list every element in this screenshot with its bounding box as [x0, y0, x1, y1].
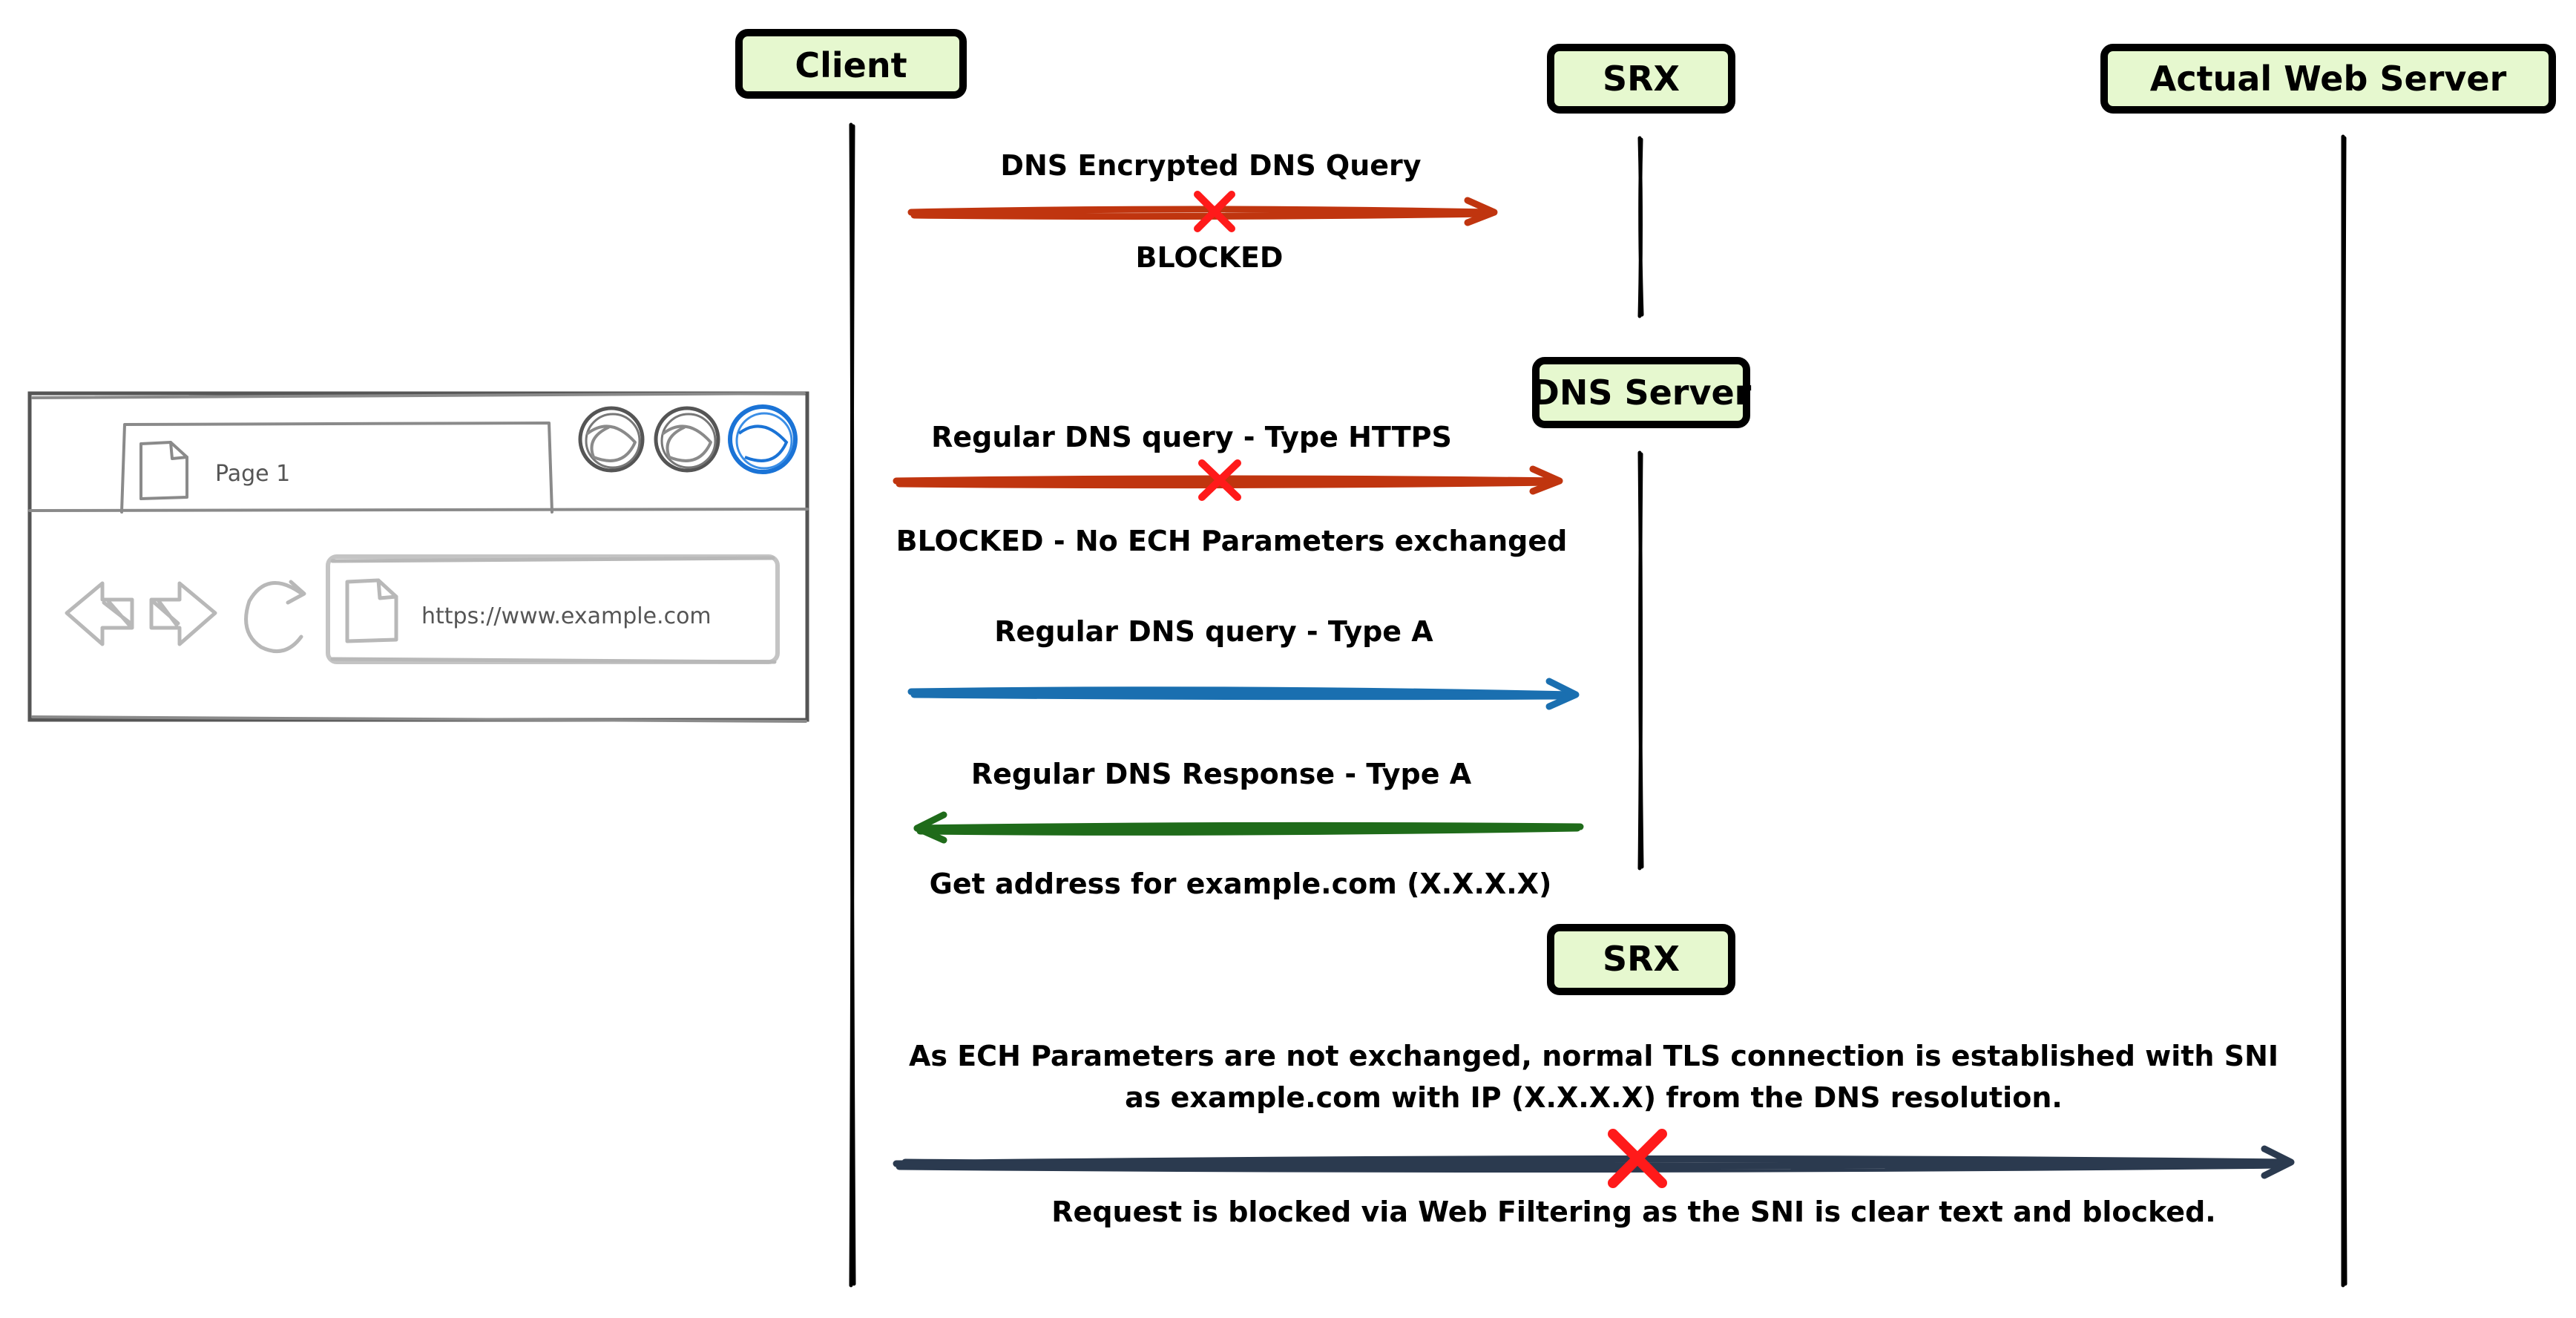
- client-lifeline: [849, 122, 856, 1288]
- back-arrow-shape: [65, 581, 134, 646]
- reload-head: [286, 580, 306, 605]
- arrow-head: [913, 811, 947, 844]
- forward-arrow-shape: [149, 581, 217, 646]
- message-label-line1: As ECH Parameters are not exchanged, nor…: [909, 1040, 2278, 1072]
- arrow-line: [907, 686, 1577, 701]
- message-dns-response: Regular DNS Response - Type A Get addres…: [913, 758, 1584, 900]
- browser-frame-sketch: [31, 392, 807, 723]
- reload-arc: [244, 581, 303, 654]
- reload-icon[interactable]: [244, 580, 306, 654]
- dns-server-lifeline: [1637, 450, 1644, 871]
- arrow-head: [1529, 465, 1563, 495]
- tab-label: Page 1: [215, 461, 290, 487]
- message-encrypted-dns: DNS Encrypted DNS Query BLOCKED: [907, 149, 1498, 274]
- back-arrow-hatch: [102, 599, 133, 627]
- document-icon-fold: [169, 441, 188, 460]
- back-arrow-icon[interactable]: [65, 581, 134, 646]
- srx-lifeline-top: [1637, 136, 1644, 318]
- arrow-line: [907, 206, 1495, 220]
- address-bar[interactable]: https://www.example.com: [326, 554, 780, 664]
- arrow-line: [893, 1155, 2290, 1173]
- srx-node-bottom: SRX: [1547, 924, 1735, 995]
- minimize-button[interactable]: [578, 406, 645, 473]
- document-icon: [345, 578, 398, 643]
- document-icon-fold: [376, 578, 398, 600]
- message-note: BLOCKED - No ECH Parameters exchanged: [896, 525, 1568, 557]
- scribble: [662, 424, 712, 462]
- message-label: Regular DNS query - Type HTTPS: [931, 421, 1452, 453]
- message-dns-https: Regular DNS query - Type HTTPS BLOCKED -…: [893, 421, 1568, 557]
- client-node: Client: [735, 29, 967, 99]
- srx-node-top: SRX: [1547, 44, 1735, 114]
- red-x-icon: [1198, 459, 1241, 501]
- tab-outline: [120, 422, 553, 514]
- red-x-icon: [1194, 191, 1235, 232]
- url-text: https://www.example.com: [421, 603, 712, 629]
- address-bar-sketch: [330, 556, 777, 664]
- forward-arrow-icon[interactable]: [149, 581, 217, 646]
- message-note: Get address for example.com (X.X.X.X): [930, 868, 1552, 900]
- message-dns-type-a: Regular DNS query - Type A: [907, 615, 1580, 710]
- web-server-lifeline: [2341, 134, 2347, 1288]
- maximize-button[interactable]: [654, 406, 720, 473]
- web-server-node-label: Actual Web Server: [2150, 59, 2507, 99]
- scribble: [586, 424, 637, 462]
- dns-server-node-label: DNS Server: [1531, 373, 1752, 413]
- message-label: DNS Encrypted DNS Query: [1000, 149, 1421, 182]
- arrow-head: [2261, 1145, 2295, 1179]
- tab-bar-divider: [28, 508, 809, 512]
- client-node-label: Client: [795, 45, 907, 85]
- close-button[interactable]: [728, 404, 798, 474]
- document-icon-body: [345, 578, 398, 643]
- scribble: [737, 424, 789, 462]
- arrow-line: [913, 822, 1584, 836]
- document-icon-body: [139, 441, 188, 500]
- forward-arrow-hatch: [152, 599, 180, 627]
- document-icon: [139, 441, 188, 500]
- window-controls: [578, 404, 798, 474]
- message-label: Regular DNS Response - Type A: [971, 758, 1472, 790]
- message-tls-connection: As ECH Parameters are not exchanged, nor…: [893, 1040, 2295, 1228]
- dns-server-node: DNS Server: [1531, 357, 1752, 428]
- red-x-icon: [1608, 1129, 1667, 1188]
- browser-window: Page 1: [27, 391, 809, 723]
- srx-node-bottom-label: SRX: [1603, 939, 1680, 979]
- message-note: Request is blocked via Web Filtering as …: [1051, 1196, 2215, 1228]
- arrow-head: [1464, 197, 1498, 226]
- arrow-head: [1545, 678, 1580, 710]
- web-server-node: Actual Web Server: [2100, 44, 2556, 114]
- message-label-line2: as example.com with IP (X.X.X.X) from th…: [1125, 1081, 2063, 1114]
- message-note: BLOCKED: [1136, 241, 1284, 274]
- message-label: Regular DNS query - Type A: [994, 615, 1433, 648]
- browser-tab[interactable]: Page 1: [120, 422, 553, 514]
- srx-node-top-label: SRX: [1603, 59, 1680, 99]
